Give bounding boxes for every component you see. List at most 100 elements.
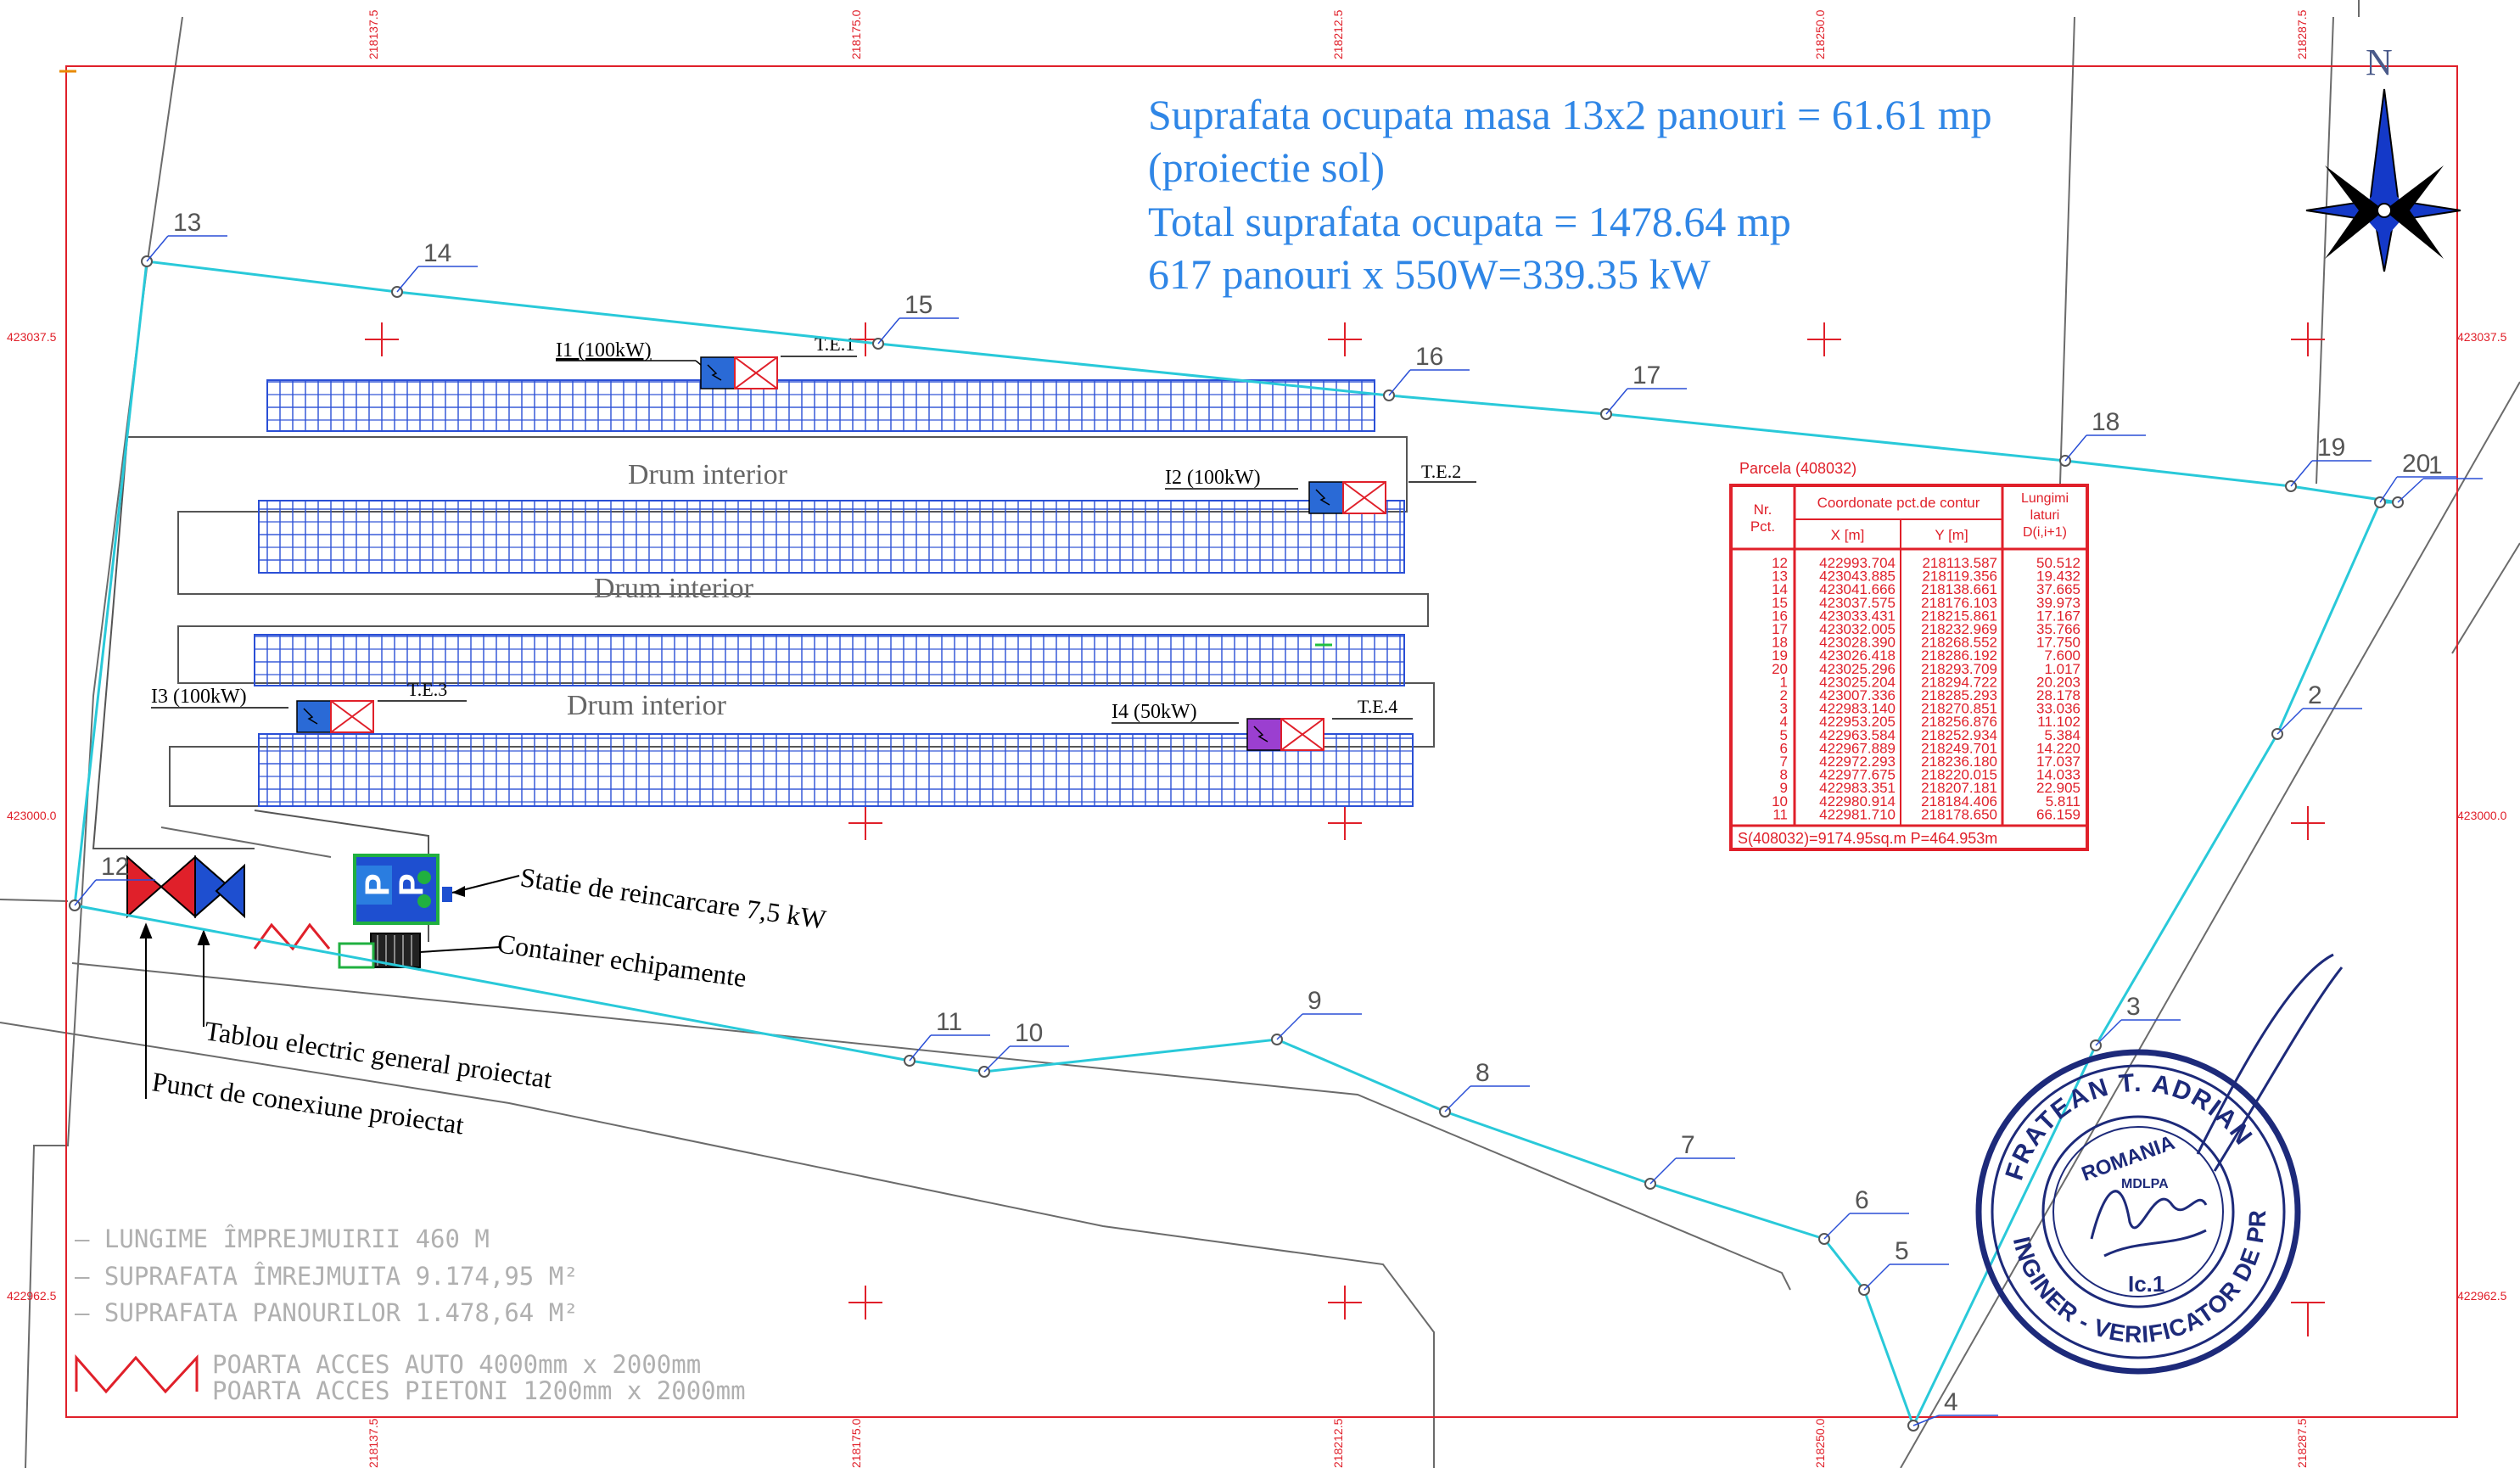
vertex-leader xyxy=(74,879,97,906)
title-block: Suprafata ocupata masa 13x2 panouri = 61… xyxy=(1148,91,1992,298)
vertex-leader xyxy=(2397,478,2424,503)
parcel-row-x: 423025.204 xyxy=(1819,674,1896,690)
vertex-leader xyxy=(146,235,169,262)
charging-station-icon: P P xyxy=(353,854,520,925)
road-label-2: Drum interior xyxy=(594,573,754,604)
legend-panel-area: — SUPRAFATA PANOURILOR 1.478,64 M² xyxy=(75,1298,579,1327)
road-label-3: Drum interior xyxy=(567,690,727,721)
tick-top-2: 218175.0 xyxy=(849,9,863,59)
vertex-leader xyxy=(396,266,419,293)
vertex-leader xyxy=(2290,460,2313,487)
north-label: N xyxy=(2366,42,2393,83)
parcel-row-length: 17.037 xyxy=(2036,754,2080,770)
legend-enclosed-area: — SUPRAFATA ÎMREJMUITA 9.174,95 M² xyxy=(75,1262,579,1291)
parcel-row-nr: 11 xyxy=(1772,806,1788,822)
parcel-row-y: 218249.701 xyxy=(1921,740,1997,756)
panel-row-1 xyxy=(266,379,1375,432)
container-icon xyxy=(338,933,501,969)
tick-left-2: 423000.0 xyxy=(7,809,57,822)
tick-top-1: 218137.5 xyxy=(367,9,380,59)
vertex-leader xyxy=(877,317,900,345)
title-line-3: Total suprafata ocupata = 1478.64 mp xyxy=(1148,198,1791,245)
parcel-row-y: 218270.851 xyxy=(1921,701,1997,717)
tick-bottom-5: 218287.5 xyxy=(2295,1418,2309,1468)
parcel-row-length: 17.750 xyxy=(2036,635,2080,651)
vertex-label-13: 13 xyxy=(173,209,201,237)
tick-bottom-1: 218137.5 xyxy=(367,1418,380,1468)
vertex-label-16: 16 xyxy=(1415,343,1443,371)
vertex-label-15: 15 xyxy=(904,291,932,319)
parcel-row-x: 422972.293 xyxy=(1819,754,1896,770)
parcel-row-y: 218178.650 xyxy=(1921,806,1997,822)
tick-top-3: 218212.5 xyxy=(1331,9,1345,59)
parcel-row-nr: 7 xyxy=(1780,754,1788,770)
vertex-label-20: 20 xyxy=(2402,450,2430,478)
parcel-row-y: 218294.722 xyxy=(1921,674,1997,690)
vertex-label-6: 6 xyxy=(1855,1186,1869,1214)
parcel-row-y: 218268.552 xyxy=(1921,635,1997,651)
parcel-row-x: 423007.336 xyxy=(1819,687,1896,703)
parcel-row-y: 218285.293 xyxy=(1921,687,1997,703)
panel-row-2 xyxy=(258,500,1405,574)
parcel-row-x: 423028.390 xyxy=(1819,635,1896,651)
parcel-row-nr: 2 xyxy=(1780,687,1788,703)
parcel-row-length: 66.159 xyxy=(2036,806,2080,822)
vertex-label-5: 5 xyxy=(1895,1237,1909,1265)
parcel-header-len-2: laturi xyxy=(2030,508,2060,523)
vertex-label-3: 3 xyxy=(2126,993,2141,1021)
parcel-header-nr: Nr. xyxy=(1754,501,1772,518)
parcel-row-y: 218256.876 xyxy=(1921,714,1997,730)
parcel-row-length: 20.203 xyxy=(2036,674,2080,690)
vertex-label-12: 12 xyxy=(101,853,129,881)
parcel-row-y: 218215.861 xyxy=(1921,608,1997,624)
vertex-label-11: 11 xyxy=(936,1008,962,1036)
tick-bottom-3: 218212.5 xyxy=(1331,1418,1345,1468)
parcel-row-length: 37.665 xyxy=(2036,581,2080,597)
parcel-row-x: 423041.666 xyxy=(1819,581,1896,597)
parcel-row-length: 14.220 xyxy=(2036,740,2080,756)
parcel-row-length: 39.973 xyxy=(2036,595,2080,611)
panel-row-3 xyxy=(254,634,1405,686)
north-arrow-icon: N xyxy=(2305,42,2461,272)
title-line-2: (proiectie sol) xyxy=(1148,143,1385,191)
parcel-row-nr: 4 xyxy=(1780,714,1788,730)
parcel-table-footer: S(408032)=9174.95sq.m P=464.953m xyxy=(1738,830,1997,847)
parcel-row-length: 17.167 xyxy=(2036,608,2080,624)
tick-left-3: 422962.5 xyxy=(7,1289,57,1303)
parcel-row-nr: 10 xyxy=(1772,793,1788,810)
vertex-label-4: 4 xyxy=(1944,1388,1958,1416)
parcel-header-y: Y [m] xyxy=(1935,527,1968,543)
inverter-i1: I1 (100kW) T.E.1 xyxy=(556,333,857,389)
legend-gate-pedestrian: POARTA ACCES PIETONI 1200mm x 2000mm xyxy=(212,1376,746,1405)
parcel-row-nr: 19 xyxy=(1772,647,1788,664)
vertex-leader xyxy=(1276,1013,1303,1040)
tick-bottom-4: 218250.0 xyxy=(1813,1418,1827,1468)
parcel-row-x: 423032.005 xyxy=(1819,621,1896,637)
vertex-label-14: 14 xyxy=(423,239,451,267)
parcel-row-length: 19.432 xyxy=(2036,569,2080,585)
title-line-1: Suprafata ocupata masa 13x2 panouri = 61… xyxy=(1148,91,1992,138)
parcel-row-y: 218138.661 xyxy=(1921,581,1997,597)
inverter-i3: I3 (100kW) T.E.3 xyxy=(151,679,467,733)
title-line-4: 617 panouri x 550W=339.35 kW xyxy=(1148,250,1711,298)
vertex-label-1: 1 xyxy=(2428,451,2443,479)
parcel-row-x: 423033.431 xyxy=(1819,608,1896,624)
vertex-leader xyxy=(1649,1157,1677,1185)
parcel-row-x: 423043.885 xyxy=(1819,569,1896,585)
parcel-coordinate-table: Parcela (408032)Nr.Pct.Coordonate pct.de… xyxy=(1729,460,2089,851)
legend-fence-length: — LUNGIME ÎMPREJMUIRII 460 M xyxy=(75,1224,490,1253)
parcel-row-nr: 17 xyxy=(1772,621,1788,637)
parcel-row-length: 5.811 xyxy=(2046,793,2080,810)
parcel-row-nr: 5 xyxy=(1780,727,1788,743)
parcel-table-frame xyxy=(1729,484,2089,851)
parcel-row-y: 218176.103 xyxy=(1921,595,1997,611)
inverter-label-i3: I3 (100kW) xyxy=(151,686,247,708)
vertex-label-7: 7 xyxy=(1681,1131,1695,1159)
parcel-row-nr: 1 xyxy=(1780,674,1788,690)
parcel-row-y: 218113.587 xyxy=(1922,555,1997,571)
te-label-2: T.E.2 xyxy=(1421,461,1461,482)
tick-top-4: 218250.0 xyxy=(1813,9,1827,59)
frame-tick-labels: 218137.5 218175.0 218212.5 218250.0 2182… xyxy=(7,9,2507,1468)
